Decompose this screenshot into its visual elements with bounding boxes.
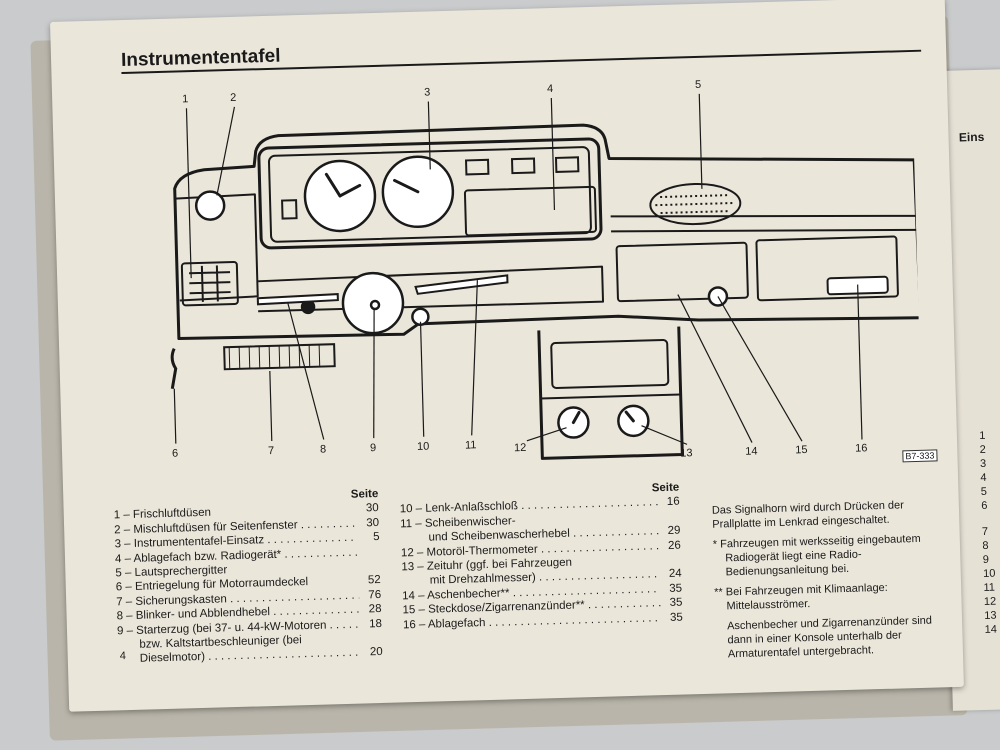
next-page-number: 10 — [982, 567, 996, 580]
callout-label: 16 — [855, 442, 868, 454]
callout-label: 14 — [745, 445, 758, 457]
callout-label: 13 — [680, 447, 693, 459]
next-page-number: 7 — [981, 525, 989, 538]
next-page-number: 9 — [982, 553, 990, 566]
callout-label: 7 — [268, 445, 274, 457]
callout-label: 3 — [424, 86, 430, 98]
callout-label: 5 — [695, 79, 701, 91]
next-page-title: Eins — [958, 129, 985, 145]
callout-label: 9 — [370, 442, 376, 454]
next-page-number: 8 — [982, 539, 989, 552]
manual-page: Instrumententafel — [50, 0, 964, 712]
callout-label: 1 — [182, 93, 188, 105]
next-page-number: 1 — [979, 429, 986, 443]
next-page-number: 13 — [984, 609, 997, 622]
callout-label: 10 — [417, 441, 430, 453]
next-page-number: 5 — [980, 485, 988, 498]
horn-note: Das Signalhorn wird durch Drücken der Pr… — [711, 499, 904, 531]
callout-label: 11 — [465, 439, 477, 451]
aircon-footnote: ** Bei Fahrzeugen mit Klimaanlage: Mitte… — [714, 581, 888, 613]
dashboard-diagram: 1 2 3 4 5 1 2 6 7 8 9 10 11 12 13 14 15 … — [170, 79, 923, 460]
notes-column: Das Signalhorn wird durch Drücken der Pr… — [712, 497, 941, 667]
page-number: 4 — [119, 650, 127, 663]
next-page-number: 3 — [979, 457, 987, 470]
next-page-number: 6 — [981, 499, 988, 512]
figure-reference-code: B7-333 — [902, 449, 938, 463]
next-page-number: 2 — [979, 443, 986, 457]
callout-label: 2 — [230, 92, 236, 104]
callout-label: 6 — [172, 448, 178, 460]
callout-label: 8 — [320, 443, 326, 455]
callout-label: 15 — [795, 444, 808, 456]
callout-label: 12 — [514, 442, 527, 454]
next-page-number: 14 — [984, 623, 998, 636]
next-page-number: 4 — [980, 471, 987, 484]
next-page-number: 11 — [983, 581, 996, 594]
callout-label: 4 — [547, 83, 553, 95]
legend-right: Seite 10 – Lenk-Anlaßschloß16 11 – Schei… — [399, 481, 683, 633]
radio-footnote: * Fahrzeugen mit werksseitig eingebautem… — [712, 532, 921, 579]
console-note: Aschenbecher und Zigarrenanzünder sind d… — [726, 614, 933, 661]
next-page-number: 12 — [983, 595, 997, 608]
